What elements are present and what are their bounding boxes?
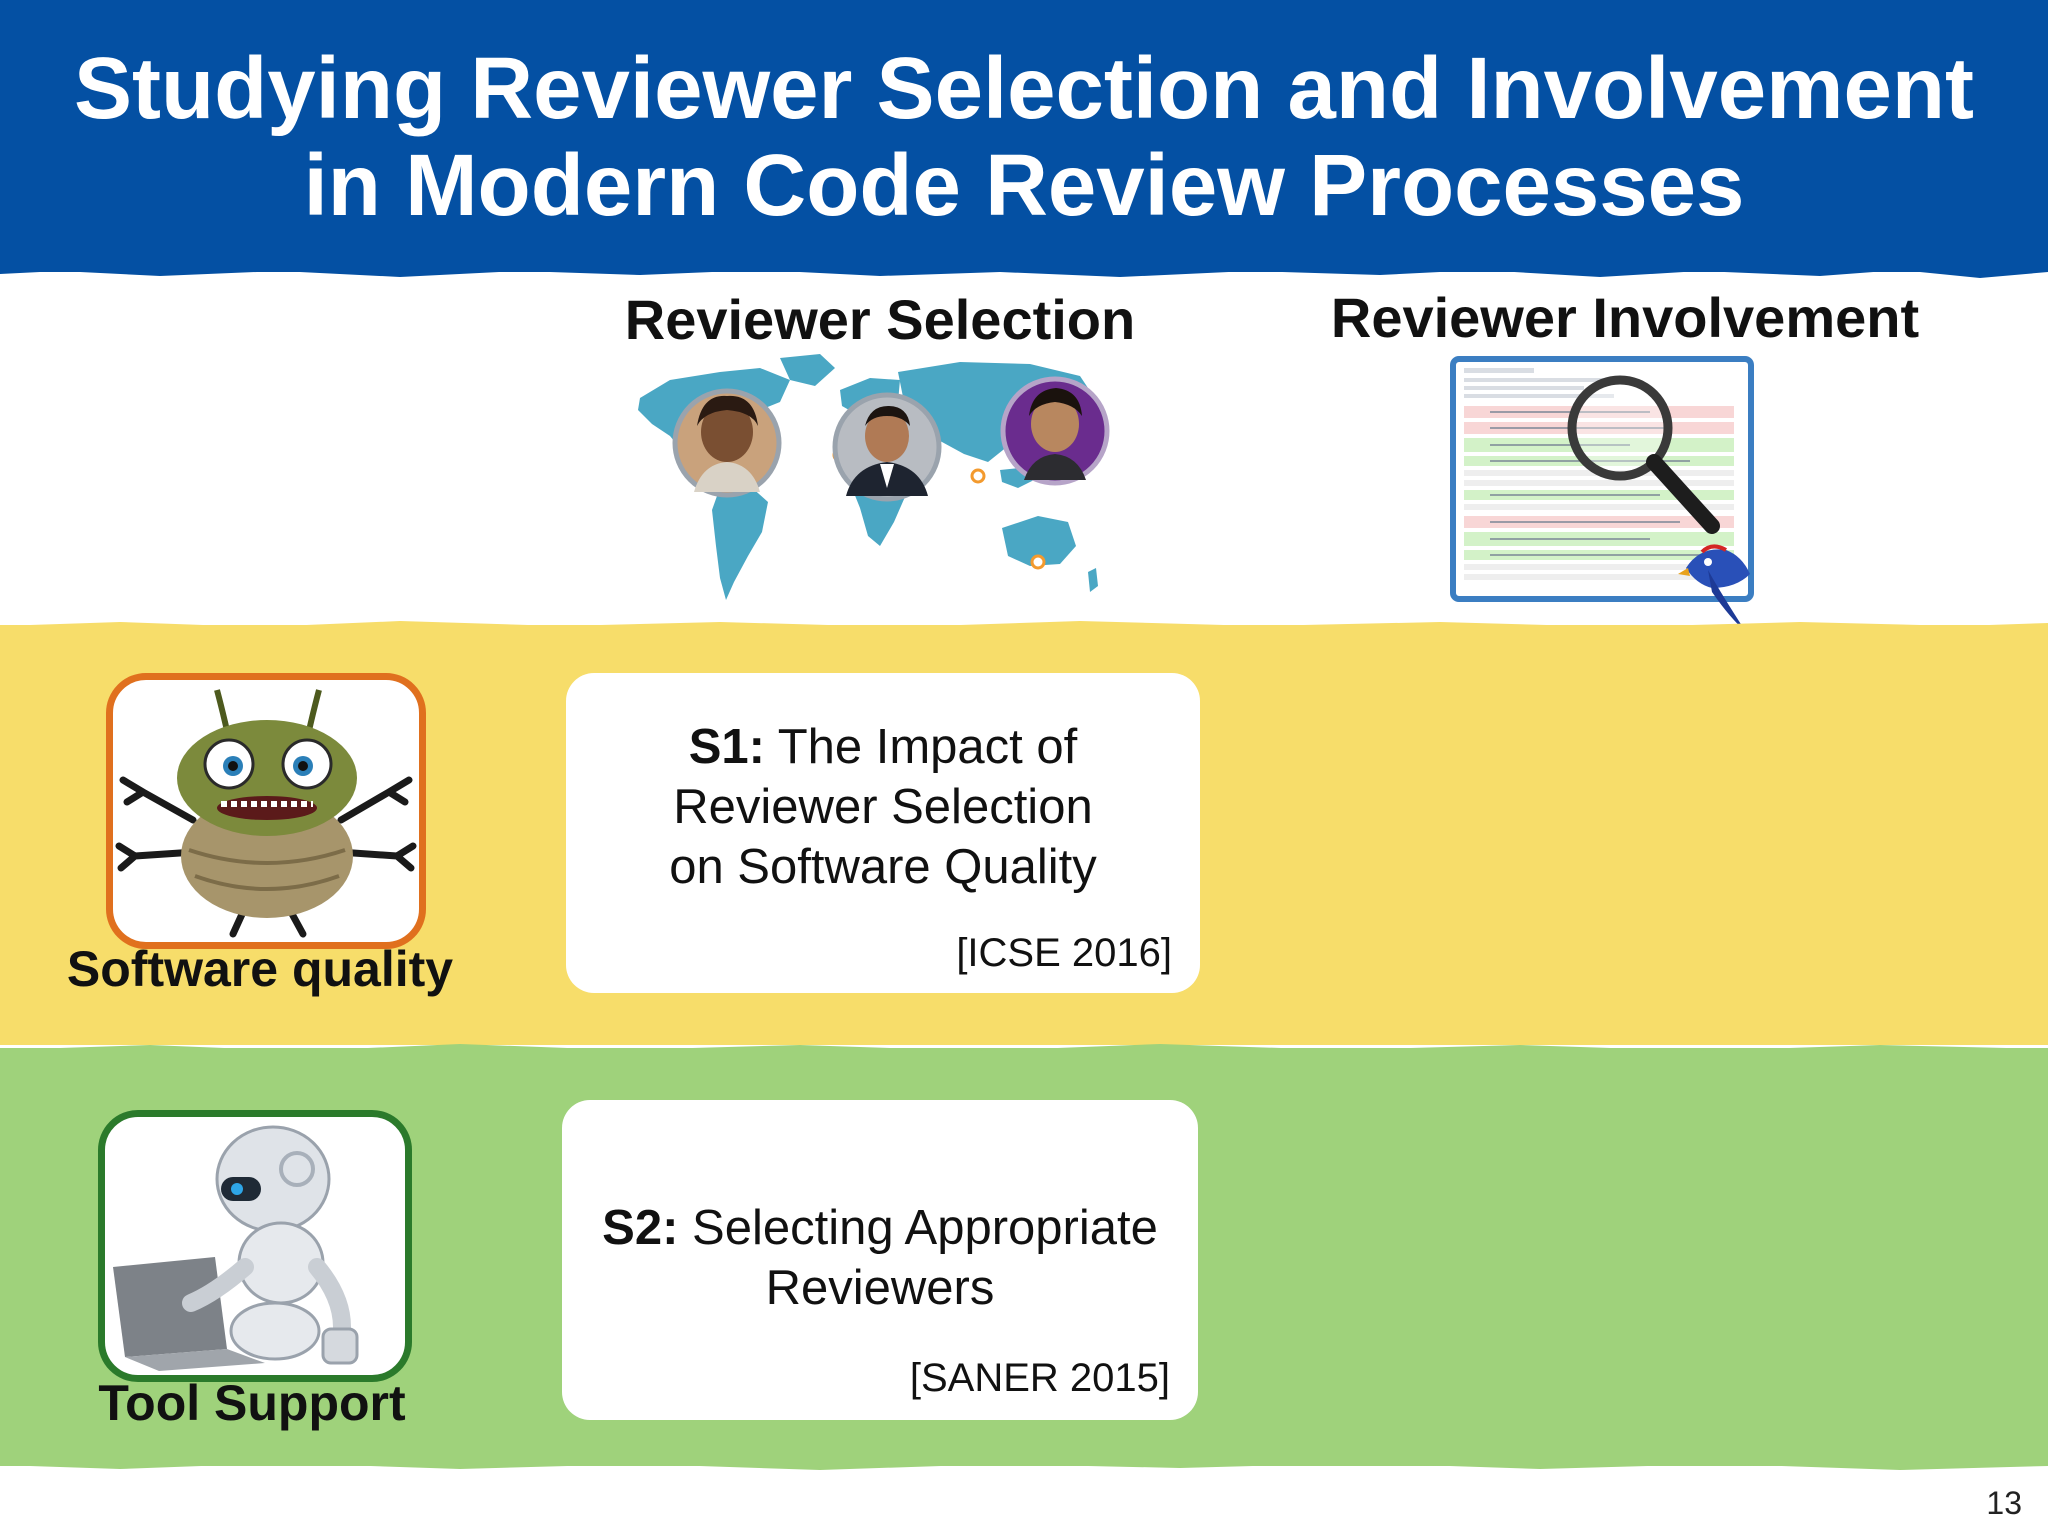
title-line-2: in Modern Code Review Processes	[303, 137, 1745, 234]
column-heading-involvement: Reviewer Involvement	[1330, 286, 1920, 349]
card-s2-line1: Selecting Appropriate	[692, 1201, 1158, 1255]
card-s1-line1: The Impact of	[777, 720, 1078, 774]
code-review-illustration	[1450, 356, 1754, 632]
card-s1-line2: Reviewer Selection	[673, 780, 1093, 834]
row-label-tool-support: Tool Support	[98, 1375, 406, 1431]
torn-edge-top	[0, 262, 2048, 278]
torn-edge-yellow-top	[0, 621, 2048, 632]
slide-title: Studying Reviewer Selection and Involvem…	[0, 40, 2048, 234]
title-banner	[0, 0, 2048, 272]
study-card-s1: S1: The Impact of Reviewer Selection on …	[566, 673, 1200, 993]
column-heading-selection: Reviewer Selection	[624, 288, 1136, 351]
reviewer-avatar-1	[672, 388, 782, 498]
card-s1-line3: on Software Quality	[669, 840, 1097, 894]
card-s1-venue: [ICSE 2016]	[956, 931, 1172, 975]
page-number: 13	[1986, 1485, 2022, 1521]
reviewer-avatar-3	[1000, 376, 1110, 486]
card-s2-study-id: S2:	[602, 1201, 679, 1255]
row-label-software-quality: Software quality	[66, 941, 454, 997]
title-line-1: Studying Reviewer Selection and Involvem…	[74, 40, 1974, 137]
card-s2-title: S2: Selecting Appropriate Reviewers	[562, 1198, 1198, 1318]
card-s2-line2: Reviewers	[765, 1261, 995, 1315]
card-s1-study-id: S1:	[688, 720, 765, 774]
torn-edge-green-bottom	[0, 1460, 2048, 1470]
card-s1-title: S1: The Impact of Reviewer Selection on …	[566, 717, 1200, 897]
study-card-s2: S2: Selecting Appropriate Reviewers [SAN…	[562, 1100, 1198, 1420]
bug-mascot-icon	[115, 689, 417, 938]
reviewer-avatar-2	[832, 392, 942, 502]
software-quality-image-frame	[106, 673, 426, 949]
robot-laptop-icon	[113, 1125, 359, 1371]
card-s2-venue: [SANER 2015]	[909, 1356, 1170, 1400]
torn-edge-green-top	[0, 1044, 2048, 1056]
tool-support-image-frame	[98, 1110, 412, 1382]
